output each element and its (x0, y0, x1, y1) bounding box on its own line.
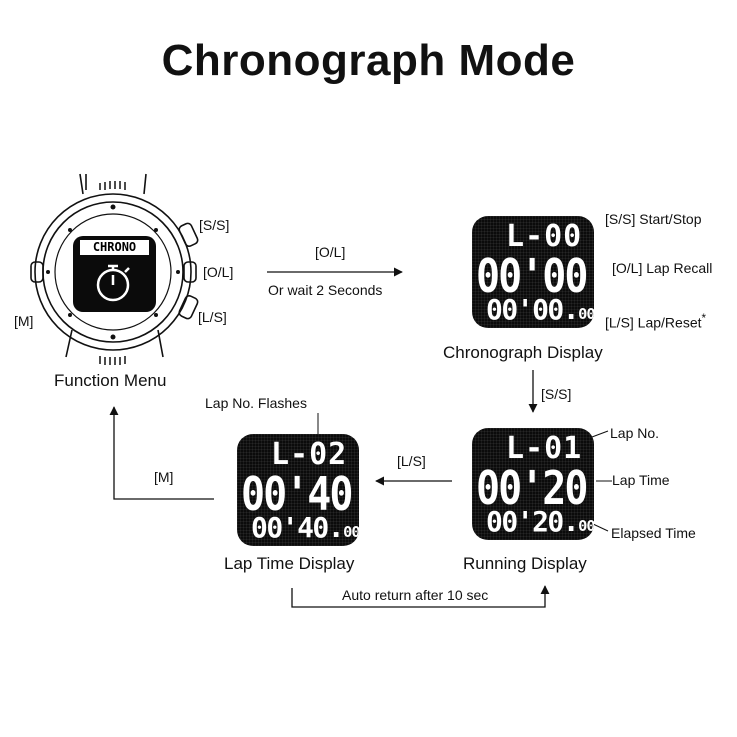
lap-number: L-01 (506, 431, 583, 466)
lap-time-display-caption: Lap Time Display (224, 554, 355, 573)
watch-label-m: [M] (14, 313, 34, 329)
lap-time: 00'40.00 (241, 468, 359, 522)
stopwatch-icon (96, 264, 130, 302)
running-display-caption: Running Display (463, 554, 587, 573)
watch-label-ss: [S/S] (199, 217, 230, 233)
arrow-m (109, 406, 214, 500)
arrow-ol-label: [O/L] (315, 244, 346, 260)
elapsed-time: 00'00.00 (486, 293, 594, 326)
btn-ls-lap-reset: [L/S] Lap/Reset* (605, 312, 707, 331)
annotation-lap-no: Lap No. (610, 425, 660, 441)
auto-return-label: Auto return after 10 sec (342, 587, 489, 603)
annotation-lap-no-flashes: Lap No. Flashes (205, 395, 307, 411)
annotation-lap-time: Lap Time (612, 472, 670, 488)
elapsed-time: 00'40.00 (251, 511, 359, 544)
elapsed-time: 00'20.00 (486, 505, 594, 538)
running-display: L-01 00'20.00 00'20.00 (472, 428, 594, 540)
arrow-ss-label: [S/S] (541, 386, 572, 402)
chronograph-display-caption: Chronograph Display (443, 343, 603, 362)
watch-label-ls: [L/S] (198, 309, 227, 325)
lap-time: 00'20.00 (476, 462, 594, 516)
arrow-auto-return (291, 585, 550, 608)
page-title: Chronograph Mode (161, 36, 576, 85)
arrow-ls-label: [L/S] (397, 453, 426, 469)
chronograph-display: L-00 00'00.00 00'00.00 (472, 216, 594, 328)
lap-number: L-02 (271, 437, 348, 472)
arrow-m-label: [M] (154, 469, 174, 485)
annotation-elapsed-time: Elapsed Time (611, 525, 696, 541)
watch-illustration (30, 173, 199, 365)
lap-time: 00'00.00 (476, 250, 594, 304)
watch-label-ol: [O/L] (203, 264, 234, 280)
lap-number: L-00 (506, 219, 583, 254)
btn-ol-lap-recall: [O/L] Lap Recall (612, 260, 713, 276)
function-menu-caption: Function Menu (54, 371, 167, 390)
lap-time-display: L-02 00'40.00 00'40.00 (237, 434, 359, 546)
watch-screen-text: CHRONO (92, 240, 137, 254)
arrow-ol-sublabel: Or wait 2 Seconds (268, 282, 383, 298)
btn-ss-start-stop: [S/S] Start/Stop (605, 211, 702, 227)
